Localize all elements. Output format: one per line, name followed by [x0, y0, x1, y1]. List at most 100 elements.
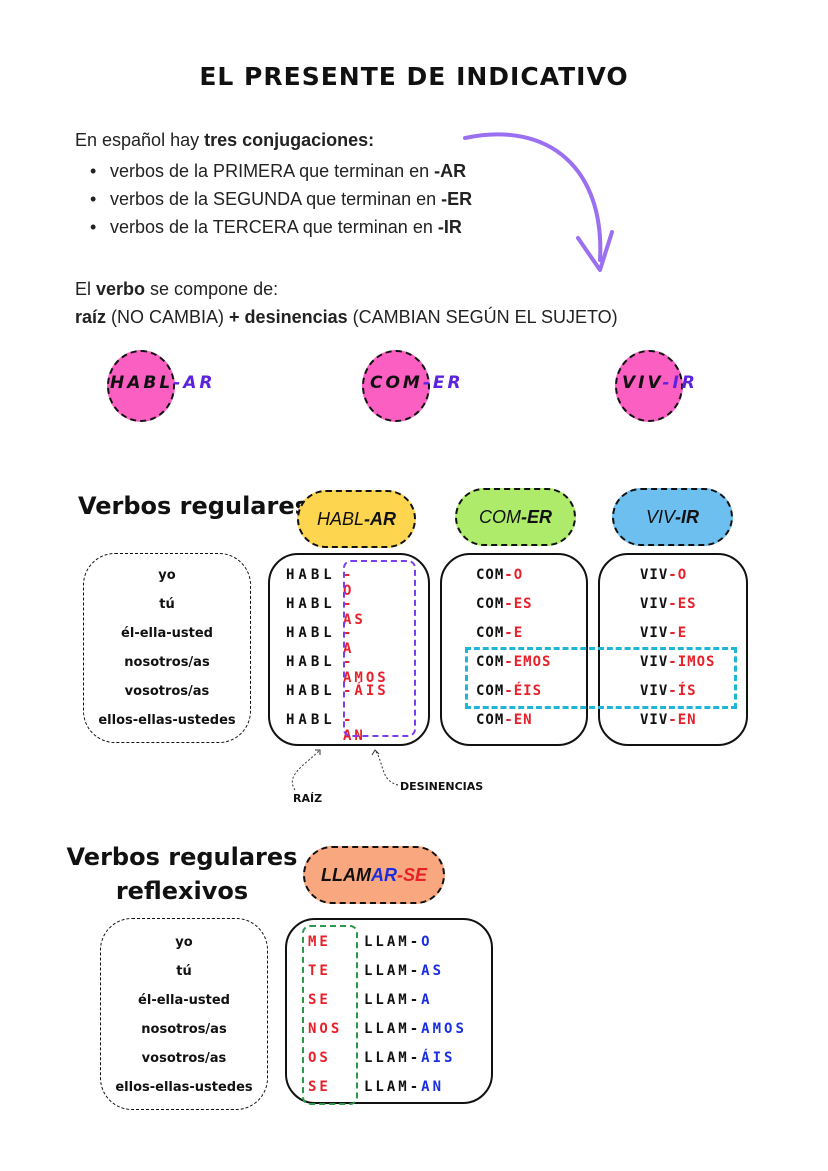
root: HABL	[286, 567, 336, 583]
t: se compone de:	[145, 279, 279, 299]
t: -IR	[675, 506, 699, 527]
t: verbo	[96, 279, 146, 299]
conjugation-row: HABL-AN	[286, 712, 363, 744]
ending: -A	[343, 625, 355, 657]
t: COM	[370, 373, 423, 393]
pronoun: ellos-ellas-ustedes	[98, 713, 236, 728]
conjugation-row: COM-O	[476, 567, 523, 583]
t: COM	[479, 506, 521, 527]
ending: -IMOS	[668, 654, 716, 670]
pronoun: tú	[176, 964, 192, 979]
conjugation-row: HABL -AMOS	[286, 654, 386, 686]
pronoun: yo	[158, 568, 176, 583]
root: VIV	[640, 712, 669, 728]
table-ar	[268, 553, 430, 746]
ending: ÁIS	[421, 1050, 456, 1066]
t: Verbos regulares	[66, 843, 298, 871]
pronoun: tú	[159, 597, 175, 612]
reflexive-pronoun: OS	[308, 1050, 331, 1066]
t: -SE	[396, 864, 427, 885]
t: -ER	[422, 373, 464, 393]
conjugation-row: VIV-ES	[640, 596, 697, 612]
root: COM	[476, 654, 505, 670]
root-viv: VIV-IR	[622, 373, 698, 393]
bullet-text: verbos de la SEGUNDA que terminan en	[110, 189, 442, 209]
conjugation-row: HABL-ÁIS	[286, 683, 386, 699]
pronoun: nosotros/as	[141, 1022, 227, 1037]
conjugation-row: LLAM-A	[364, 992, 433, 1008]
conjugation-row: LLAM-AMOS	[364, 1021, 467, 1037]
page-title: EL PRESENTE DE INDICATIVO	[199, 62, 629, 91]
root: HABL	[286, 654, 336, 670]
t: HABL	[316, 508, 365, 529]
root: HABL	[286, 712, 336, 728]
conjugation-row: LLAM-O	[364, 934, 433, 950]
compose-line-2: raíz (NO CAMBIA) + desinencias (CAMBIAN …	[75, 307, 618, 328]
root: COM	[476, 567, 505, 583]
ending: AMOS	[421, 1021, 467, 1037]
ending: -AS	[343, 596, 366, 628]
root: VIV	[640, 654, 669, 670]
conjugation-row: LLAM-AN	[364, 1079, 444, 1095]
ending: -O	[343, 567, 355, 599]
conjugation-row: VIV-O	[640, 567, 687, 583]
ending: -ÍS	[668, 683, 697, 699]
root: VIV	[640, 683, 669, 699]
root: COM	[476, 712, 505, 728]
t: El	[75, 279, 97, 299]
root-com: COM-ER	[370, 373, 464, 393]
ending: -ÉIS	[504, 683, 543, 699]
t: -AR	[173, 373, 216, 393]
intro-prefix: En español hay	[75, 130, 205, 150]
conjugation-row: COM-EMOS	[476, 654, 551, 670]
t: (NO CAMBIA)	[106, 307, 230, 327]
endings-label: DESINENCIAS	[400, 780, 484, 793]
pronoun: vosotros/as	[124, 684, 210, 699]
t: (CAMBIAN SEGÚN EL SUJETO)	[347, 307, 618, 327]
ending: -O	[668, 567, 688, 583]
root-circle	[107, 350, 175, 422]
root: LLAM-	[364, 1050, 422, 1066]
compose-line-1: El verbo se compone de:	[75, 279, 278, 300]
pronoun: él-ella-usted	[138, 993, 230, 1008]
bullet-text: verbos de la PRIMERA que terminan en	[110, 161, 435, 181]
conjugation-row: VIV-ÍS	[640, 683, 697, 699]
pronoun: ellos-ellas-ustedes	[115, 1080, 253, 1095]
bullet-2: verbos de la SEGUNDA que terminan en -ER	[90, 189, 473, 210]
pill-ir: VIV-IR	[612, 488, 733, 546]
bullet-3: verbos de la TERCERA que terminan en -IR	[90, 217, 462, 238]
t: -IR	[662, 373, 698, 393]
root: LLAM-	[364, 963, 422, 979]
root: VIV	[640, 625, 669, 641]
root: LLAM-	[364, 1079, 422, 1095]
pill-ar: HABL-AR	[297, 490, 416, 548]
ending: -E	[668, 625, 688, 641]
ending: -EN	[668, 712, 697, 728]
t: reflexivos	[115, 877, 249, 905]
root-circle	[615, 350, 683, 422]
root: VIV	[640, 596, 669, 612]
reflexive-pronoun: TE	[308, 963, 331, 979]
ending: -O	[504, 567, 524, 583]
t: HABL	[110, 373, 174, 393]
t: raíz	[75, 307, 107, 327]
conjugation-row: HABL-A	[286, 625, 351, 657]
regular-heading: Verbos regulares	[78, 492, 309, 520]
t: LLAM	[321, 864, 371, 885]
ending: -AMOS	[343, 654, 389, 686]
reflexive-pronoun: SE	[308, 992, 331, 1008]
t: VIV	[645, 506, 675, 527]
pointer-arrows-icon	[292, 749, 399, 791]
root: HABL	[286, 683, 336, 699]
curved-arrow-icon	[463, 132, 614, 272]
t: -AR	[364, 508, 397, 529]
ending: AS	[421, 963, 445, 979]
bullet-ending: -ER	[441, 189, 473, 209]
root: COM	[476, 683, 505, 699]
pronoun-box-reflexive: yo tú él-ella-usted nosotros/as vosotros…	[100, 918, 268, 1110]
root: LLAM-	[364, 1021, 422, 1037]
conjugation-row: COM-EN	[476, 712, 533, 728]
root-label: RAÍZ	[293, 792, 323, 805]
ending: -EN	[504, 712, 533, 728]
